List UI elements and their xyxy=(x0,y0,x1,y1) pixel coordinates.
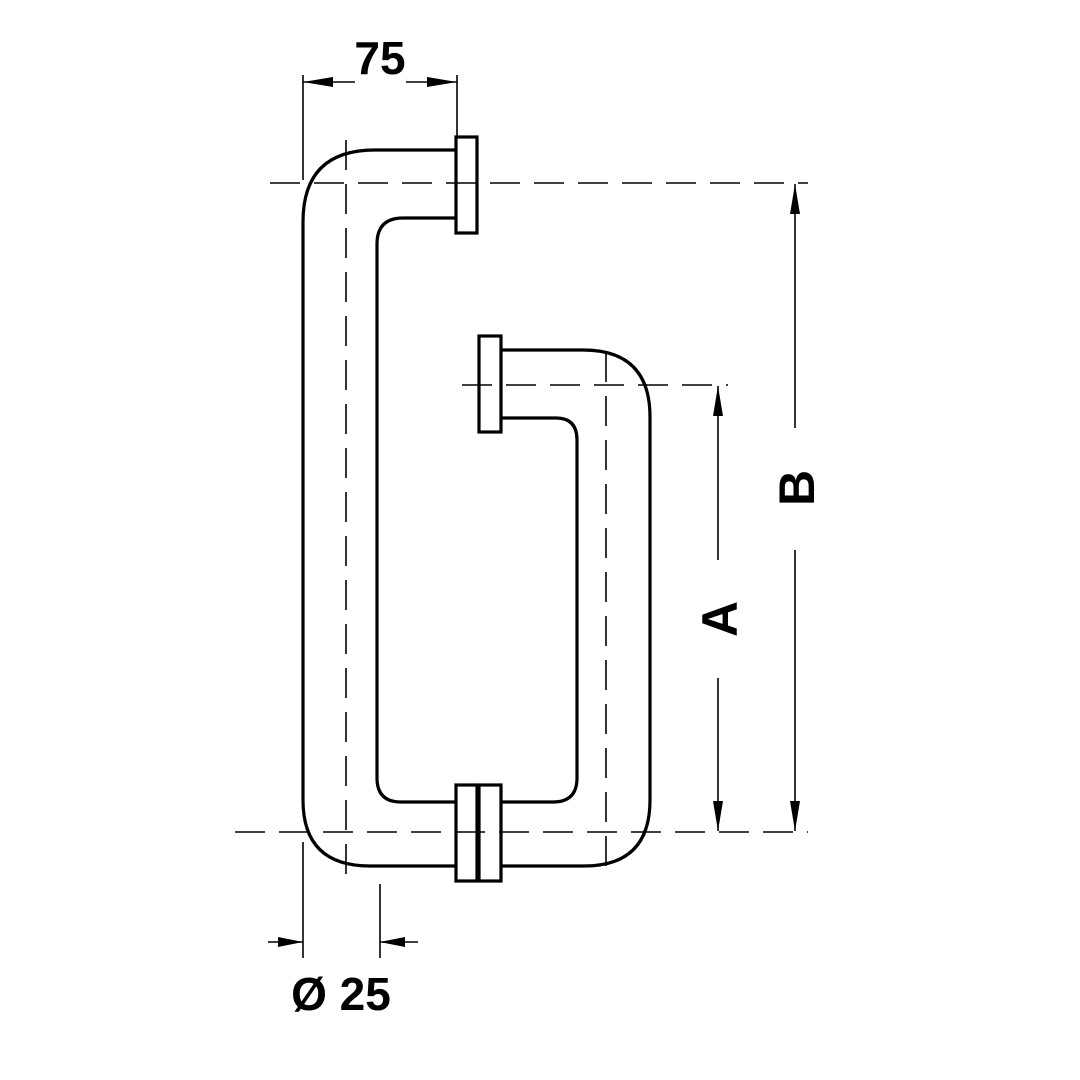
front-handle-bottom-flange xyxy=(477,783,503,883)
front-handle-top-flange xyxy=(477,334,503,434)
dim-a-label: A xyxy=(692,601,748,637)
back-handle-inner-contour xyxy=(375,216,459,804)
back-handle xyxy=(301,135,479,883)
dim-75-right-arrow xyxy=(427,77,457,87)
back-handle-outer-contour xyxy=(301,148,459,868)
front-handle-inner-contour xyxy=(499,416,579,804)
back-handle-bottom-flange xyxy=(454,783,479,883)
dim-diameter-label: Ø 25 xyxy=(291,968,391,1020)
dim-diameter-left-arrow xyxy=(278,937,303,947)
dimension-b: B xyxy=(769,184,825,831)
dim-a-bottom-arrow xyxy=(713,801,723,831)
back-handle-top-flange xyxy=(454,135,479,235)
front-handle-outer-contour xyxy=(499,348,652,868)
dimension-diameter: Ø 25 xyxy=(268,842,418,1020)
dim-b-label: B xyxy=(769,470,825,506)
dimension-75: 75 xyxy=(302,32,458,180)
center-lines xyxy=(235,140,808,880)
dim-a-top-arrow xyxy=(713,386,723,416)
dim-75-label: 75 xyxy=(354,32,405,84)
dimension-a: A xyxy=(692,386,748,831)
dim-b-bottom-arrow xyxy=(790,801,800,831)
dim-75-left-arrow xyxy=(303,77,333,87)
dim-diameter-right-arrow xyxy=(380,937,405,947)
dim-b-top-arrow xyxy=(790,184,800,214)
front-handle xyxy=(477,334,652,883)
